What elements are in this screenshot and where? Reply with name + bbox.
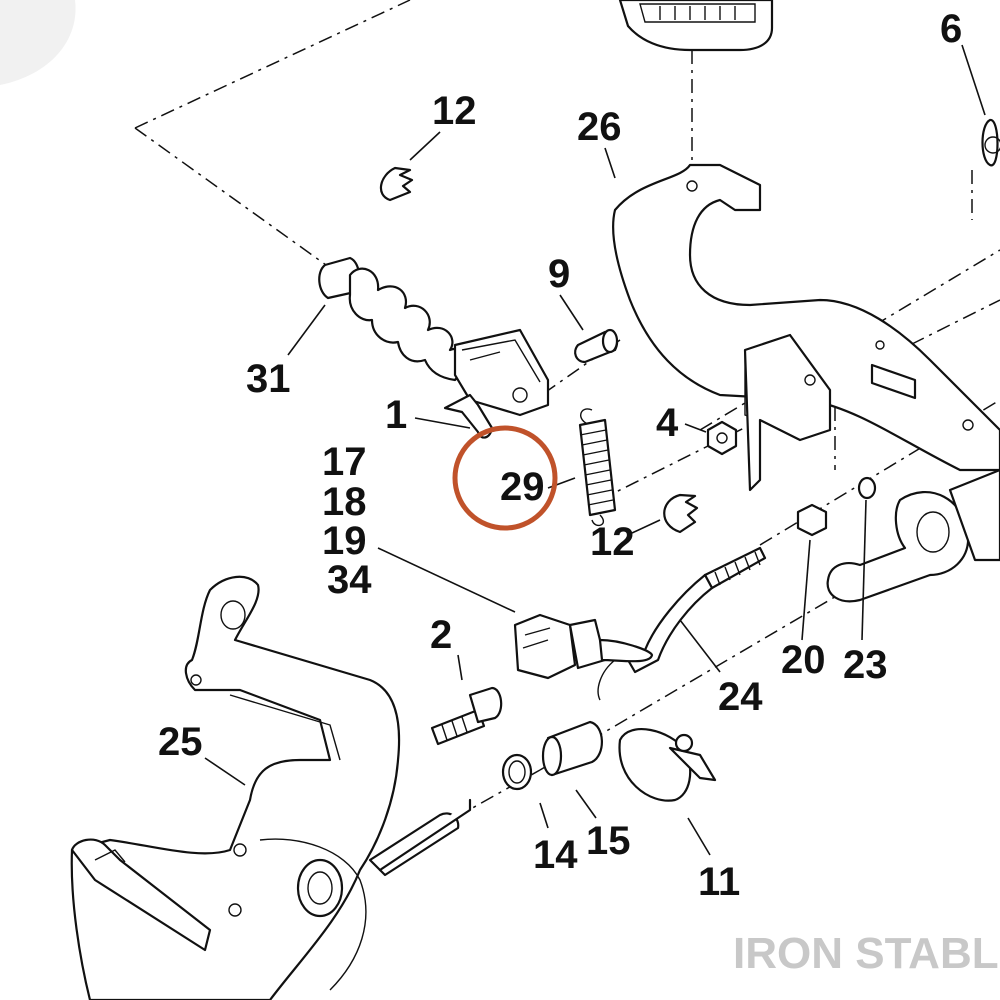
part-29-spring xyxy=(578,408,617,527)
callout-31: 31 xyxy=(246,357,291,401)
part-connector xyxy=(513,613,654,701)
part-31-rod-boot xyxy=(318,256,550,417)
callout-29: 29 xyxy=(500,465,545,509)
part-15-bushing xyxy=(541,720,603,777)
part-6-fragment xyxy=(981,118,1000,167)
part-11-clamp xyxy=(618,728,717,802)
part-2-bolt xyxy=(430,686,503,746)
part-26-pedal-bracket xyxy=(612,163,1000,492)
leader-lines xyxy=(204,44,986,856)
pedal-pad xyxy=(618,0,774,52)
part-20-nut xyxy=(796,503,828,537)
callout-12-top: 12 xyxy=(432,89,477,133)
callout-9: 9 xyxy=(548,252,570,296)
part-4-nut xyxy=(706,420,738,456)
part-23-bushing xyxy=(857,476,877,500)
callout-19: 19 xyxy=(322,519,367,563)
callout-20: 20 xyxy=(781,638,826,682)
part-25-pedal-base xyxy=(70,575,472,1000)
highlight-circle xyxy=(452,425,558,531)
corner-shape xyxy=(0,0,76,85)
part-12-eclip-lower xyxy=(663,493,699,534)
part-24-rod xyxy=(626,546,767,674)
watermark-text: IRON STABLE xyxy=(733,929,1000,978)
callout-labels: 12 26 6 9 31 1 4 29 17 18 19 34 12 2 24 … xyxy=(158,7,962,904)
callout-18: 18 xyxy=(322,480,367,524)
callout-23: 23 xyxy=(843,643,888,687)
part-14-washer xyxy=(501,753,533,791)
callout-14: 14 xyxy=(533,833,578,877)
callout-26: 26 xyxy=(577,105,622,149)
callout-34: 34 xyxy=(327,558,372,602)
callout-15: 15 xyxy=(586,819,631,863)
callout-12-lower: 12 xyxy=(590,520,635,564)
callout-4: 4 xyxy=(656,401,679,445)
callout-25: 25 xyxy=(158,720,203,764)
callout-2: 2 xyxy=(430,613,452,657)
pedal-shaft-assembly xyxy=(826,468,1000,603)
callout-17: 17 xyxy=(322,440,367,484)
callout-24: 24 xyxy=(718,675,763,719)
part-9-clevis-pin xyxy=(574,328,619,364)
callout-6: 6 xyxy=(940,7,962,51)
callout-11: 11 xyxy=(698,860,740,904)
part-1-cotter-pin xyxy=(443,393,494,439)
callout-1: 1 xyxy=(385,393,407,437)
part-12-eclip-top xyxy=(379,166,414,202)
